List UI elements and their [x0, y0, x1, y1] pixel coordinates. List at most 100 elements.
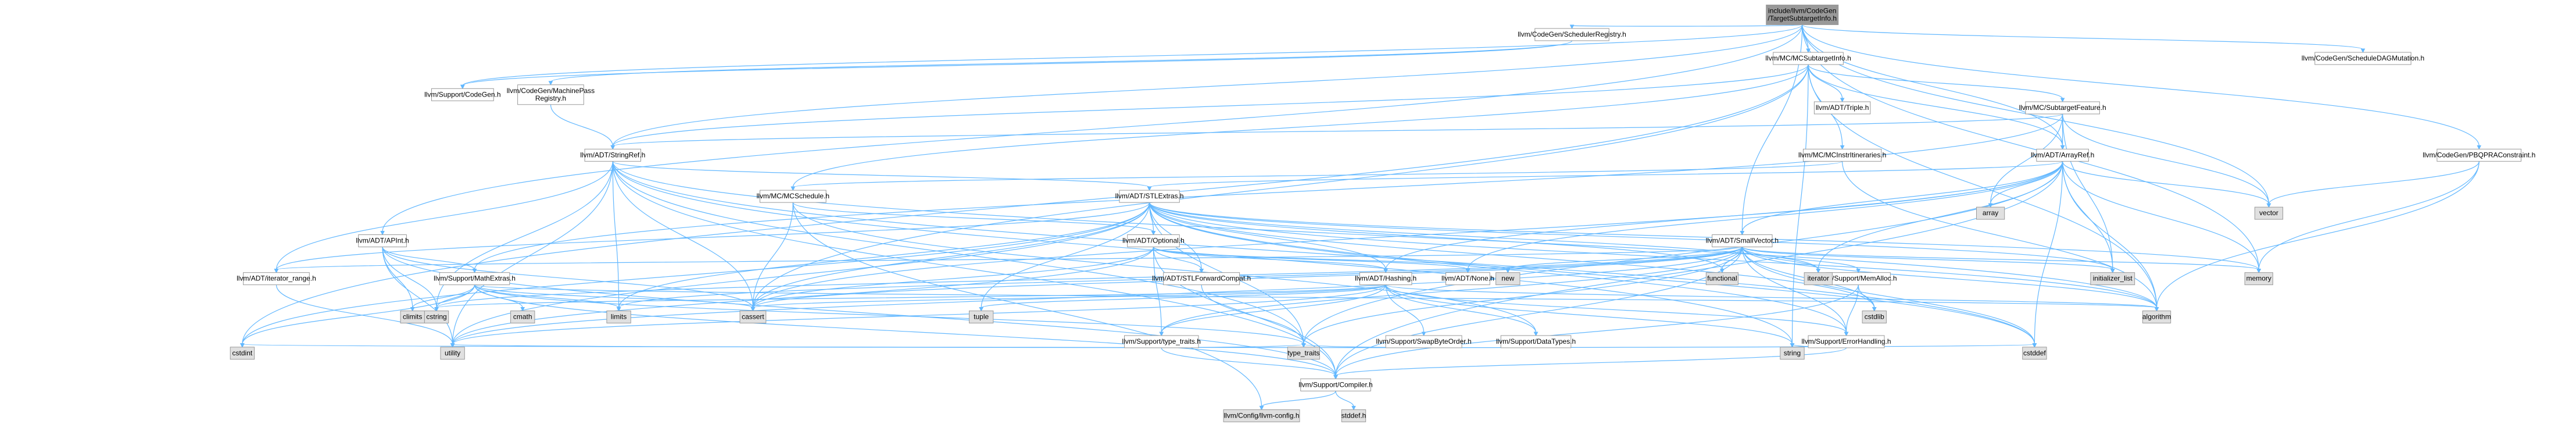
node-mc-subtarget-feature[interactable]: llvm/MC/SubtargetFeature.h	[2019, 101, 2106, 115]
node-label: llvm/CodeGen/ScheduleDAGMutation.h	[2302, 54, 2424, 62]
edge-line	[1858, 284, 1875, 308]
edge-line	[1149, 202, 2035, 344]
edge-arrowhead	[1840, 145, 1845, 150]
node-box	[1813, 101, 1871, 115]
node-adt-apint[interactable]: llvm/ADT/APInt.h	[356, 234, 409, 248]
node-mc-subtarget[interactable]: llvm/MC/MCSubtargetInfo.h	[1765, 52, 1851, 65]
edge-line	[1808, 64, 2063, 147]
edge-arrowhead	[2266, 203, 2271, 208]
node-box	[2254, 206, 2284, 220]
edge-line	[1153, 247, 1162, 333]
node-support-memalloc[interactable]: llvm/Support/MemAlloc.h	[1820, 272, 1897, 286]
edge-adt-stringref-to-adt-stlextras	[612, 161, 1152, 191]
edge-line	[612, 64, 1809, 147]
node-label: llvm/MC/SubtargetFeature.h	[2019, 104, 2106, 112]
node-box	[1534, 28, 1609, 41]
edge-mc-schedule-to-adt-optional	[792, 202, 1156, 236]
node-adt-triple[interactable]: llvm/ADT/Triple.h	[1813, 101, 1871, 115]
edge-line	[1467, 161, 2063, 270]
node-support-compiler[interactable]: llvm/Support/Compiler.h	[1298, 378, 1373, 391]
edge-machine-pass-reg-to-adt-stringref	[550, 104, 616, 150]
node-box	[2142, 310, 2171, 323]
node-box	[1808, 335, 1885, 348]
node-label: llvm/ADT/STLExtras.h	[1115, 192, 1184, 200]
node-adt-smallvector[interactable]: llvm/ADT/SmallVector.h	[1706, 234, 1779, 248]
node-cmath: cmath	[510, 310, 535, 323]
edge-line	[1335, 284, 1859, 376]
node-adt-stlextras[interactable]: llvm/ADT/STLExtras.h	[1115, 190, 1184, 203]
edge-sched-reg-to-support-codegen	[460, 40, 1573, 90]
node-label: cstring	[426, 312, 446, 320]
edge-adt-hashing-to-algorithm	[1385, 284, 2159, 312]
node-sched-reg[interactable]: llvm/CodeGen/SchedulerRegistry.h	[1518, 28, 1626, 41]
node-box	[1163, 272, 1240, 286]
node-label: llvm/ADT/Optional.h	[1122, 237, 1185, 245]
edge-line	[2062, 161, 2158, 308]
edge-line	[1149, 202, 2259, 270]
node-adt-arrayref[interactable]: llvm/ADT/ArrayRef.h	[2031, 148, 2094, 162]
edge-line	[1791, 65, 1809, 344]
edge-line	[618, 202, 1150, 308]
edges-layer	[240, 24, 2482, 411]
edge-line	[752, 247, 1154, 308]
edge-line	[1385, 284, 1793, 344]
node-label: llvm/MC/MCInstrItineraries.h	[1798, 151, 1886, 159]
node-support-errorhandling[interactable]: llvm/Support/ErrorHandling.h	[1802, 335, 1891, 348]
node-box	[1773, 52, 1844, 65]
node-support-datatypes[interactable]: llvm/Support/DataTypes.h	[1496, 335, 1576, 348]
edge-line	[612, 113, 2063, 147]
node-label: llvm/ADT/None.h	[1441, 275, 1494, 283]
edge-support-memalloc-to-cstdlib	[1858, 284, 1877, 312]
edge-line	[1571, 24, 1803, 27]
node-support-type-traits[interactable]: llvm/Support/type_traits.h	[1122, 335, 1201, 348]
node-climits: climits	[400, 310, 425, 323]
node-label: llvm/CodeGen/SchedulerRegistry.h	[1518, 30, 1626, 38]
node-sched-dag-mut[interactable]: llvm/CodeGen/ScheduleDAGMutation.h	[2302, 52, 2424, 65]
edge-adt-optional-to-adt-stlforward	[1153, 247, 1204, 273]
node-string: string	[1780, 347, 1805, 360]
edge-line	[1808, 64, 2063, 99]
edge-arrowhead	[2060, 98, 2065, 103]
edge-line	[436, 284, 1386, 309]
edge-arrowhead	[1505, 269, 1511, 273]
node-support-codegen[interactable]: llvm/Support/CodeGen.h	[424, 88, 501, 101]
edge-line	[612, 161, 2035, 344]
node-support-swapbyteorder[interactable]: llvm/Support/SwapByteOrder.h	[1376, 335, 1472, 348]
node-adt-iterator-range[interactable]: llvm/ADT/iterator_range.h	[237, 272, 316, 286]
node-mc-instr-itin[interactable]: llvm/MC/MCInstrItineraries.h	[1798, 148, 1886, 162]
edge-line	[1741, 247, 1819, 270]
edge-mc-subtarget-feature-to-adt-stringref	[610, 113, 2063, 150]
node-adt-optional[interactable]: llvm/ADT/Optional.h	[1122, 234, 1185, 248]
edge-line	[1741, 247, 1847, 333]
edge-arrowhead	[1533, 332, 1539, 337]
node-label: array	[1983, 209, 1998, 217]
node-adt-stlforward[interactable]: llvm/ADT/STLForwardCompat.h	[1152, 272, 1251, 286]
node-box	[606, 310, 631, 323]
edge-arrowhead	[1151, 231, 1156, 236]
node-root[interactable]: include/llvm/CodeGen/TargetSubtargetInfo…	[1766, 4, 1839, 25]
edge-line	[2062, 113, 2113, 270]
node-box	[243, 272, 310, 286]
edge-arrowhead	[1351, 405, 1356, 411]
node-box	[510, 310, 535, 323]
node-mc-schedule[interactable]: llvm/MC/MCSchedule.h	[757, 190, 829, 203]
node-adt-none[interactable]: llvm/ADT/None.h	[1441, 272, 1494, 286]
edge-mc-subtarget-to-string	[1790, 65, 1809, 348]
node-adt-stringref[interactable]: llvm/ADT/StringRef.h	[580, 148, 645, 162]
node-support-mathextras[interactable]: llvm/Support/MathExtras.h	[434, 272, 516, 286]
edge-line	[452, 161, 613, 344]
node-box	[2244, 272, 2273, 286]
edge-mc-instr-itin-to-algorithm	[1842, 161, 2159, 312]
edge-arrowhead	[1816, 269, 1821, 273]
edge-line	[2062, 161, 2270, 205]
node-label: cmath	[513, 312, 532, 320]
edge-adt-stringref-to-adt-iterator-range	[274, 161, 613, 273]
edge-line	[1161, 284, 1386, 333]
edge-line	[474, 284, 2158, 309]
edge-line	[436, 284, 475, 308]
node-adt-hashing[interactable]: llvm/ADT/Hashing.h	[1355, 272, 1416, 286]
node-pbqp-constraint[interactable]: llvm/CodeGen/PBQPRAConstraint.h	[2423, 148, 2535, 162]
edge-line	[474, 113, 2063, 270]
